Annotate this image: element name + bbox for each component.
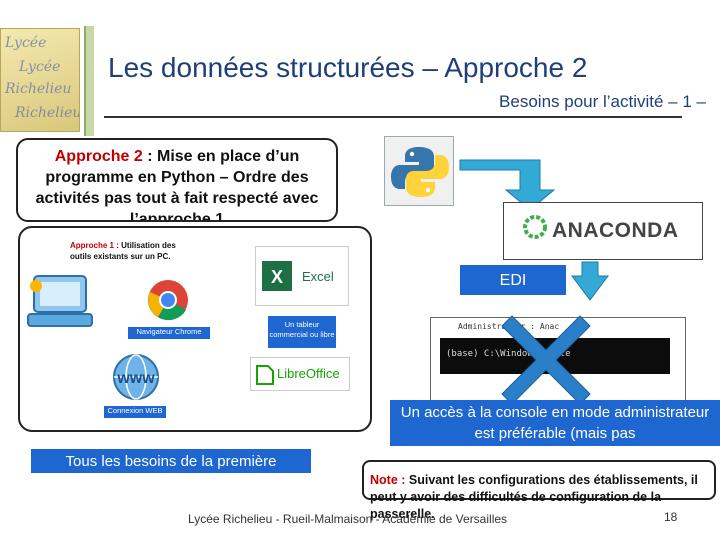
libreoffice-icon [256, 365, 274, 385]
first-needs-banner: Tous les besoins de la première [30, 448, 312, 474]
svg-text:www: www [116, 370, 155, 387]
approach1-text: : Utilisation des outils existants sur u… [70, 241, 176, 261]
logo-side-strip [84, 26, 94, 136]
approach1-label: Approche 1 [70, 241, 115, 250]
console-prompt: (base) C:\Windows\syste [446, 349, 571, 359]
page-subtitle: Besoins pour l’activité – 1 – [499, 92, 706, 111]
anaconda-ring-icon [523, 215, 547, 239]
lycee-logo: Lycée Lycée Richelieu Richelieu [0, 28, 80, 132]
svg-text:X: X [271, 267, 283, 287]
computer-icon [27, 275, 93, 327]
approach2-callout: Approche 2 : Mise en place d’un programm… [16, 138, 338, 222]
logo-text-4: Richelieu [15, 105, 80, 121]
python-icon [391, 147, 449, 197]
arrow-anaconda-to-console-top [571, 261, 609, 301]
page-number: 18 [664, 510, 678, 524]
approach2-label: Approche 2 [54, 148, 143, 165]
edi-label: EDI [459, 264, 567, 296]
page-title: Les données structurées – Approche 2 [108, 52, 588, 83]
web-caption: Connexion WEB [104, 406, 166, 418]
excel-name: Excel [302, 269, 334, 284]
logo-text-3: Richelieu [5, 81, 72, 97]
arrow-python-to-anaconda [459, 159, 556, 211]
logo-text-2: Lycée [19, 59, 61, 75]
note-body: Suivant les configurations des établisse… [370, 473, 698, 521]
excel-tile: X Excel [255, 246, 349, 306]
libreoffice-tile: LibreOffice [250, 357, 350, 391]
logo-text-1: Lycée [5, 35, 47, 51]
approach2-text: : Mise en place d’un programme en Python… [35, 148, 319, 222]
web-globe-icon: www [113, 354, 159, 400]
chrome-icon [148, 280, 188, 321]
approach1-caption: Approche 1 : Utilisation des outils exis… [70, 240, 198, 262]
note-callout [362, 460, 716, 500]
anaconda-panel [503, 202, 703, 260]
chrome-caption: Navigateur Chrome [128, 327, 210, 339]
footer-text: Lycée Richelieu - Rueil-Malmaison - Acad… [188, 512, 508, 526]
spreadsheet-caption: Un tableur commercial ou libre [268, 316, 336, 348]
libreoffice-name: LibreOffice [277, 366, 340, 381]
note-label: Note : [370, 473, 406, 487]
python-logo [384, 136, 454, 206]
anaconda-wordmark: ANACONDA [552, 219, 679, 242]
title-divider [104, 116, 682, 118]
note-text: Note : Suivant les configurations des ét… [370, 472, 702, 523]
console-admin-note: Un accès à la console en mode administra… [390, 400, 720, 446]
excel-icon: X [262, 261, 292, 291]
cross-icon [501, 315, 591, 405]
